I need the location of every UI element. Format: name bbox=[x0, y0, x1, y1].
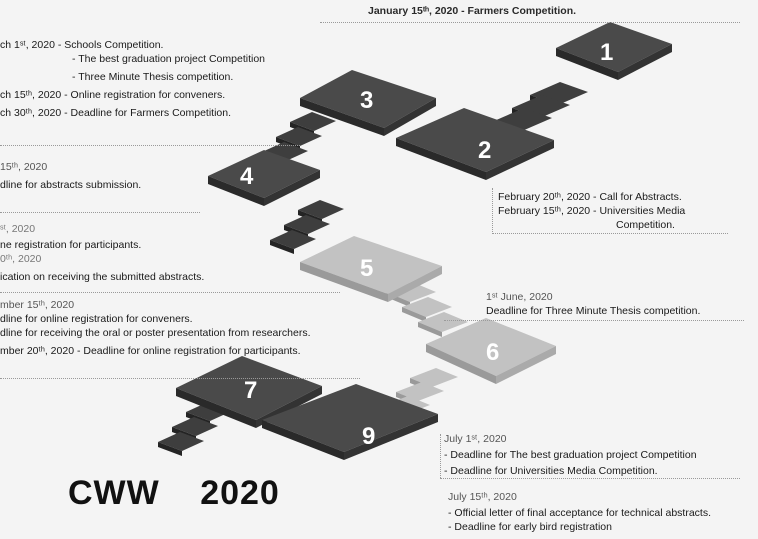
note-step-2: February 20ᵗʰ, 2020 - Call for Abstracts… bbox=[498, 190, 685, 232]
note-line: ne registration for participants. bbox=[0, 239, 142, 251]
note-step-3: ch 1ˢᵗ, 2020 - Schools Competition. - Th… bbox=[0, 38, 265, 120]
step-block-1 bbox=[556, 22, 672, 80]
note-line: July 1ˢᵗ, 2020 bbox=[444, 433, 507, 445]
step-number-4: 4 bbox=[240, 163, 254, 190]
dotted-rule bbox=[492, 233, 728, 234]
note-line: - Deadline for early bird registration bbox=[448, 521, 612, 533]
note-step-6: 1ˢᵗ June, 2020 Deadline for Three Minute… bbox=[486, 290, 700, 318]
dotted-rule bbox=[0, 292, 340, 293]
dotted-rule bbox=[444, 320, 744, 321]
step-number-6: 6 bbox=[486, 339, 499, 366]
title-year: 2020 bbox=[200, 474, 280, 512]
dotted-rule bbox=[0, 212, 200, 213]
note-line: - Three Minute Thesis competition. bbox=[72, 71, 234, 83]
step-block-6 bbox=[426, 318, 556, 384]
step-number-5: 5 bbox=[360, 255, 373, 282]
note-line: dline for online registration for conven… bbox=[0, 313, 193, 325]
note-line: ication on receiving the submitted abstr… bbox=[0, 271, 205, 283]
title-word: CWW bbox=[68, 474, 160, 512]
note-line: ˢᵗ, 2020 bbox=[0, 223, 36, 235]
note-line: - Deadline for The best graduation proje… bbox=[444, 449, 697, 461]
note-line: dline for abstracts submission. bbox=[0, 179, 142, 191]
step-block-3 bbox=[300, 70, 436, 136]
note-line: ch 30ᵗʰ, 2020 - Deadline for Farmers Com… bbox=[0, 107, 232, 119]
step-number-1: 1 bbox=[600, 39, 613, 66]
dotted-rule bbox=[0, 378, 360, 379]
note-step-4: 15ᵗʰ, 2020 dline for abstracts submissio… bbox=[0, 160, 141, 192]
step-number-9: 7 bbox=[244, 377, 257, 404]
note-step-1: January 15ᵗʰ, 2020 - Farmers Competition… bbox=[368, 4, 576, 18]
note-step-9: July 15ᵗʰ, 2020 - Official letter of fin… bbox=[448, 490, 711, 534]
note-line: Competition. bbox=[616, 219, 675, 231]
step-number-7: 9 bbox=[362, 423, 375, 450]
step-block-5 bbox=[300, 236, 442, 302]
note-line: ch 1ˢᵗ, 2020 - Schools Competition. bbox=[0, 39, 164, 51]
note-line: Deadline for Three Minute Thesis competi… bbox=[486, 305, 701, 317]
step-number-2: 2 bbox=[478, 137, 491, 164]
dotted-rule bbox=[320, 22, 740, 23]
note-line: 0ᵗʰ, 2020 bbox=[0, 253, 42, 265]
note-line: ch 15ᵗʰ, 2020 - Online registration for … bbox=[0, 89, 226, 101]
step-block-2 bbox=[396, 108, 554, 180]
note-line: July 15ᵗʰ, 2020 bbox=[448, 491, 517, 503]
dotted-rule bbox=[440, 434, 441, 478]
dotted-rule bbox=[0, 145, 300, 146]
note-step-7: July 1ˢᵗ, 2020 - Deadline for The best g… bbox=[444, 432, 697, 478]
note-line: dline for receiving the oral or poster p… bbox=[0, 327, 311, 339]
note-step-5: ˢᵗ, 2020 ne registration for participant… bbox=[0, 222, 204, 284]
step-block-4 bbox=[208, 150, 320, 206]
note-line: - The best graduation project Competitio… bbox=[72, 53, 265, 65]
dotted-rule bbox=[492, 188, 493, 234]
step-number-3: 3 bbox=[360, 87, 373, 114]
note-line: 15ᵗʰ, 2020 bbox=[0, 161, 48, 173]
note-line: February 15ᵗʰ, 2020 - Universities Media bbox=[498, 205, 686, 217]
note-line: January 15ᵗʰ, 2020 - Farmers Competition… bbox=[368, 5, 577, 17]
dotted-rule bbox=[440, 478, 740, 479]
note-line: - Deadline for Universities Media Compet… bbox=[444, 465, 658, 477]
note-line: mber 15ᵗʰ, 2020 bbox=[0, 299, 75, 311]
note-line: 1ˢᵗ June, 2020 bbox=[486, 291, 553, 303]
note-line: February 20ᵗʰ, 2020 - Call for Abstracts… bbox=[498, 191, 682, 203]
note-line: - Official letter of final acceptance fo… bbox=[448, 507, 712, 519]
note-line: mber 20ᵗʰ, 2020 - Deadline for online re… bbox=[0, 345, 301, 357]
note-step-8: mber 15ᵗʰ, 2020 dline for online registr… bbox=[0, 298, 310, 358]
step-block-7 bbox=[262, 384, 438, 460]
page-title: CWW 2020 bbox=[68, 474, 280, 513]
